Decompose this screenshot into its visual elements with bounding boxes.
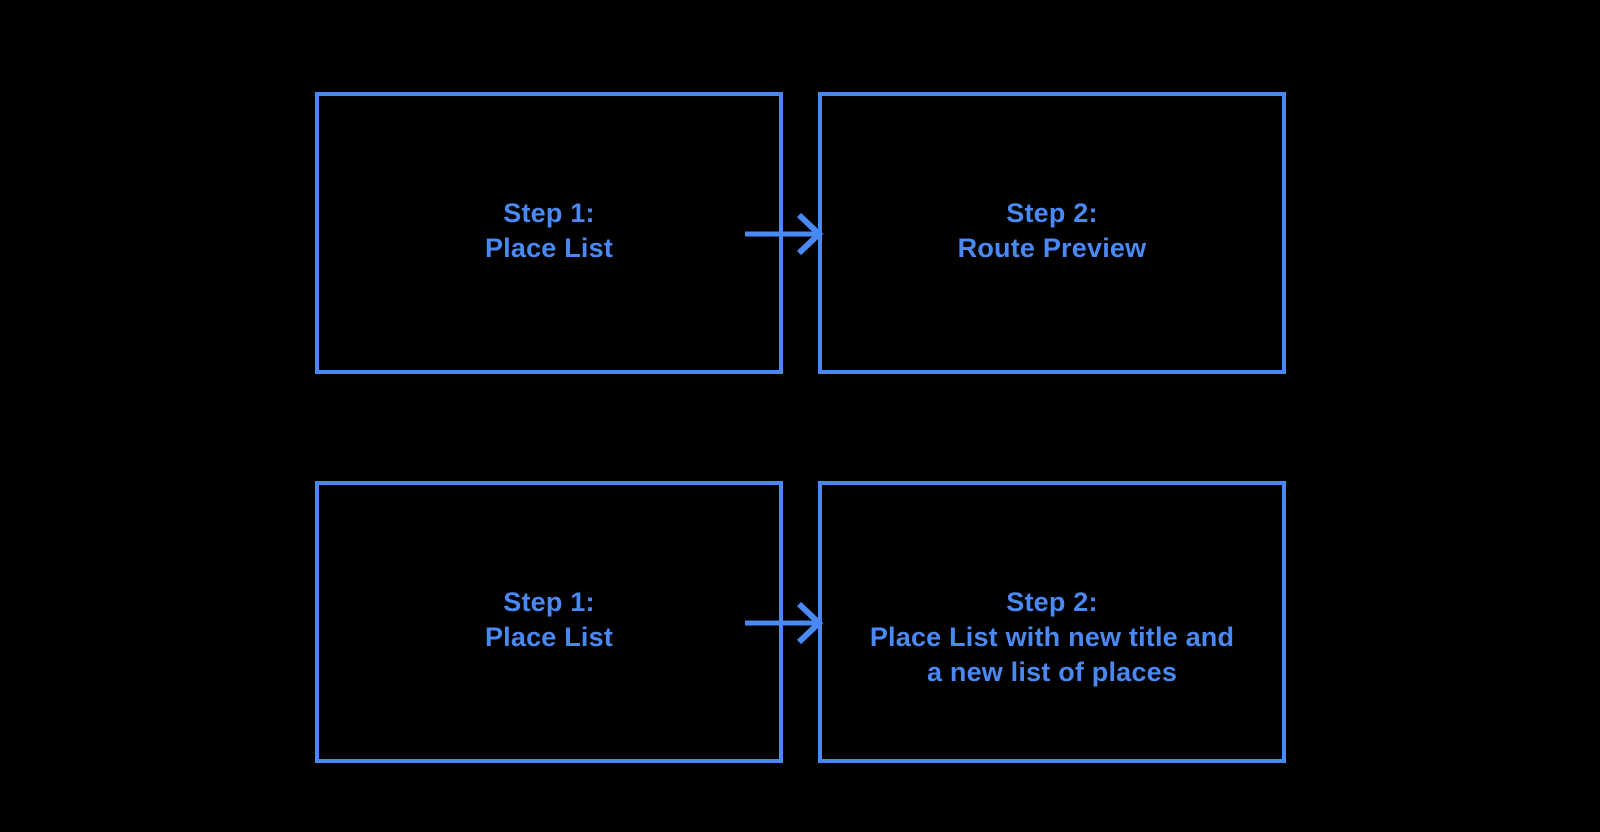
box-label-line: Place List bbox=[484, 233, 614, 263]
flow-box-bottom-step2-place-list-new: Step 2: Place List with new title and a … bbox=[818, 481, 1286, 763]
flow-box-top-step1-place-list: Step 1: Place List bbox=[315, 92, 783, 374]
flow-box-bottom-step1-place-list: Step 1: Place List bbox=[315, 481, 783, 763]
box-label-line: Route Preview bbox=[957, 233, 1147, 263]
box-label: Step 2: Route Preview bbox=[822, 196, 1282, 266]
box-label-line: a new list of places bbox=[926, 657, 1178, 687]
flow-box-top-step2-route-preview: Step 2: Route Preview bbox=[818, 92, 1286, 374]
box-label-line: Place List bbox=[484, 622, 614, 652]
box-label-line: Step 1: bbox=[503, 198, 595, 228]
box-label: Step 1: Place List bbox=[319, 196, 779, 266]
box-label-line: Step 2: bbox=[1006, 198, 1098, 228]
box-label: Step 1: Place List bbox=[319, 585, 779, 655]
box-label-line: Place List with new title and bbox=[869, 622, 1235, 652]
right-arrow-icon bbox=[745, 212, 824, 256]
box-label-line: Step 2: bbox=[1006, 587, 1098, 617]
right-arrow-icon bbox=[745, 601, 824, 645]
box-label-line: Step 1: bbox=[503, 587, 595, 617]
box-label: Step 2: Place List with new title and a … bbox=[822, 585, 1282, 690]
